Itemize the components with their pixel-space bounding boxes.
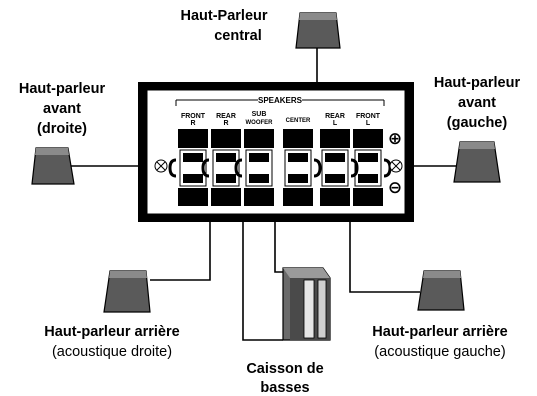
terminal-label: R <box>223 120 228 127</box>
label-rear-right: Haut-parleur arrière (acoustique droite) <box>44 324 179 360</box>
label-line: Haut-parleur arrière <box>44 324 179 340</box>
terminal-label: L <box>366 120 371 127</box>
terminal-label: L <box>333 120 338 127</box>
label-line: avant <box>43 101 81 117</box>
label-line: Haut-parleur <box>434 75 521 91</box>
label-subwoofer: Caisson de basses <box>246 361 323 396</box>
terminal-label: FRONT <box>181 113 206 120</box>
label-line: avant <box>458 95 496 111</box>
label-line: Haut-parleur arrière <box>372 324 507 340</box>
label-front-right: Haut-parleur avant (droite) <box>19 81 106 137</box>
terminal-clips <box>178 129 383 206</box>
front-left-speaker-icon <box>453 141 501 183</box>
terminal-label: REAR <box>325 113 345 120</box>
terminal-socket-bars <box>183 153 378 183</box>
terminal-label: SUB <box>252 111 267 118</box>
screw-icon <box>389 159 403 173</box>
terminal-label: REAR <box>216 113 236 120</box>
front-right-speaker-icon <box>31 147 75 185</box>
wire-subwoofer <box>242 205 283 341</box>
wire-rear-left <box>349 205 420 293</box>
subwoofer-icon <box>282 267 331 341</box>
minus-icon: ⊖ <box>388 178 402 197</box>
rear-right-speaker-icon <box>103 270 151 313</box>
label-front-left: Haut-parleur avant (gauche) <box>434 75 521 131</box>
label-line: Haut-Parleur <box>180 8 267 24</box>
plus-icon: ⊕ <box>388 129 402 148</box>
terminal-label: WOOFER <box>246 120 274 126</box>
screw-icon <box>154 159 168 173</box>
label-center: Haut-Parleur central <box>180 8 267 44</box>
wire-rear-right <box>150 205 211 281</box>
label-rear-left: Haut-parleur arrière (acoustique gauche) <box>372 324 507 360</box>
label-line: Caisson de <box>246 361 323 377</box>
center-speaker-icon <box>295 12 341 49</box>
label-line: basses <box>260 380 309 396</box>
label-line: (acoustique gauche) <box>374 344 505 360</box>
rear-left-speaker-icon <box>417 270 465 311</box>
label-line: central <box>214 28 262 44</box>
speaker-terminal-panel: SPEAKERS FRONT R REAR R SUB WOOFER CENTE… <box>138 82 414 222</box>
wire-subwoofer-b <box>274 205 283 273</box>
label-line: Haut-parleur <box>19 81 106 97</box>
label-line: (gauche) <box>447 115 508 131</box>
panel-title: SPEAKERS <box>258 96 303 105</box>
label-line: (droite) <box>37 121 87 137</box>
terminal-label: FRONT <box>356 113 381 120</box>
label-line: (acoustique droite) <box>52 344 172 360</box>
terminal-label: R <box>190 120 195 127</box>
terminal-label: CENTER <box>286 118 311 124</box>
